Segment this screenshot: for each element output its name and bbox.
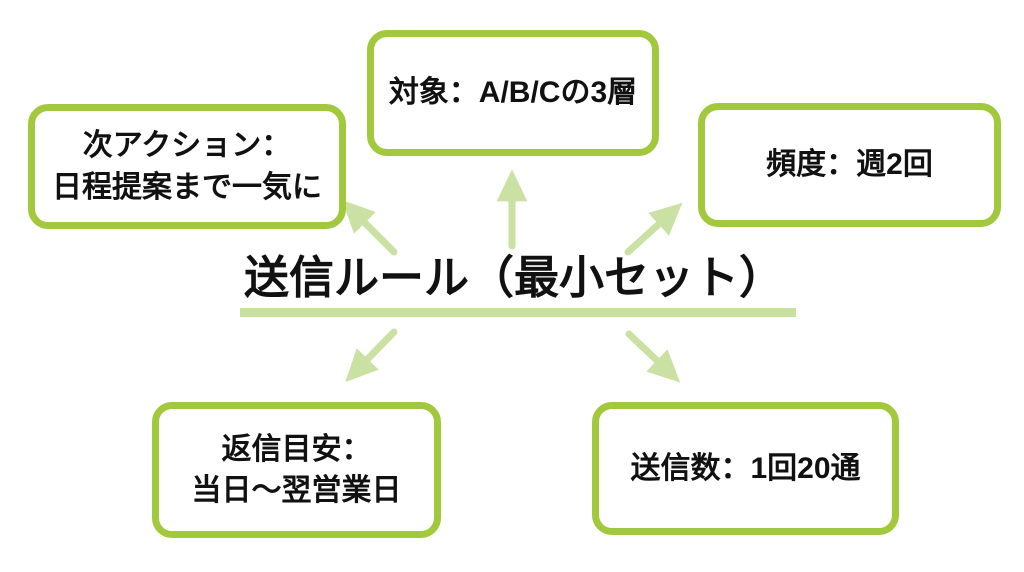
node-frequency-label: 頻度：週2回 bbox=[766, 148, 933, 182]
node-next-action-line1: 次アクション： bbox=[82, 129, 292, 163]
arrow-up-right-icon bbox=[624, 202, 683, 256]
arrow-down-right-icon bbox=[625, 330, 681, 383]
arrow-down-left-icon bbox=[345, 328, 398, 383]
node-reply-time: 返信目安： 当日〜翌営業日 bbox=[152, 402, 441, 538]
node-send-count-label: 送信数：1回20通 bbox=[630, 451, 861, 485]
node-next-action-line2: 日程提案まで一気に bbox=[52, 170, 322, 204]
node-next-action: 次アクション： 日程提案まで一気に bbox=[28, 104, 346, 229]
title-underline-icon bbox=[240, 308, 796, 317]
node-send-count: 送信数：1回20通 bbox=[592, 402, 899, 535]
arrow-up-left-icon bbox=[342, 200, 398, 256]
node-frequency: 頻度：週2回 bbox=[698, 103, 1001, 227]
diagram-title: 送信ルール（最小セット） bbox=[243, 252, 784, 303]
node-target: 対象：A/B/Cの3層 bbox=[367, 30, 659, 156]
node-target-label: 対象：A/B/Cの3層 bbox=[388, 76, 638, 110]
node-reply-time-line2: 当日〜翌営業日 bbox=[191, 474, 402, 507]
node-reply-time-line1: 返信目安： bbox=[221, 432, 372, 466]
